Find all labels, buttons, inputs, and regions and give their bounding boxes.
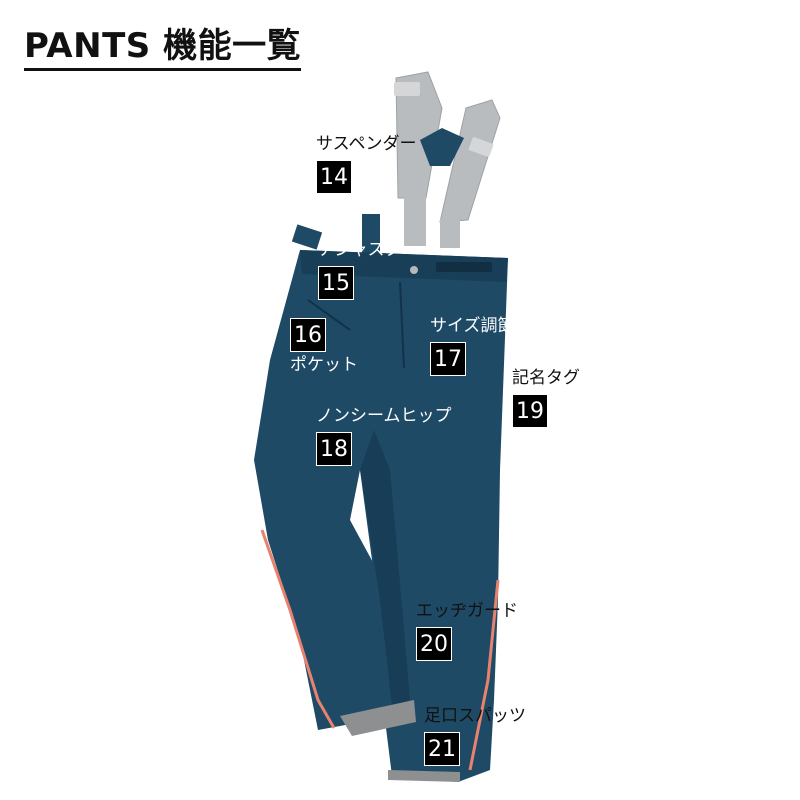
feature-badge-18: 18 [316, 432, 352, 466]
feature-badge-20: 20 [416, 627, 452, 661]
feature-label-non-seam-hip: ノンシームヒップ [316, 406, 452, 426]
feature-label-suspender: サスペンダー [316, 134, 417, 154]
feature-label-edge-guard: エッヂガード [416, 601, 518, 621]
feature-badge-16: 16 [290, 318, 326, 352]
feature-badge-14: 14 [316, 160, 352, 194]
feature-label-ankle-spats: 足口スパッツ [424, 706, 526, 726]
feature-badge-19: 19 [512, 394, 548, 428]
feature-badge-17: 17 [430, 342, 466, 376]
page-title: PANTS 機能一覧 [24, 26, 302, 71]
feature-badge-15: 15 [318, 266, 354, 300]
feature-label-pocket: ポケット [290, 355, 358, 375]
feature-label-name-tag: 記名タグ [512, 368, 580, 388]
feature-label-adjuster: アジャスター [318, 240, 419, 260]
feature-label-size-adjust: サイズ調節 [430, 316, 515, 336]
feature-badge-21: 21 [424, 732, 460, 766]
suspenders [394, 71, 501, 248]
